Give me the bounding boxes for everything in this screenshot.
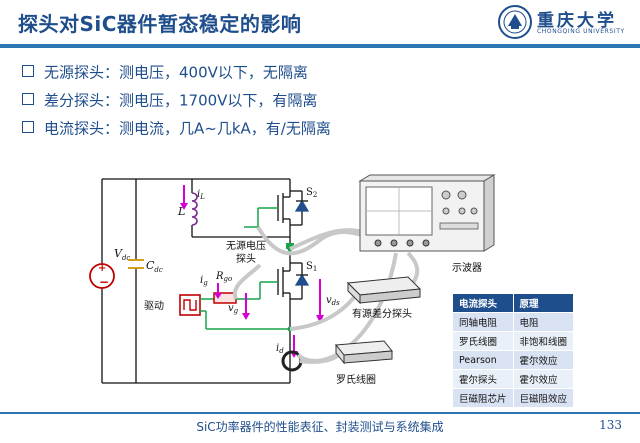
table-cell: 非饱和线圈 [512, 331, 575, 351]
table-row: 罗氏线圈 非饱和线圈 [452, 331, 575, 351]
vg-label: vg [228, 303, 239, 315]
table-cell: 电阻 [512, 312, 575, 332]
differential-probe-label: 有源差分探头 [352, 307, 412, 320]
rgo-label: Rgo [215, 271, 232, 283]
gate-drive-wiring [200, 281, 290, 330]
table-row: 霍尔探头 霍尔效应 [452, 369, 575, 389]
table-header-cell: 原理 [512, 293, 575, 313]
table-cell: 同轴电阻 [452, 312, 514, 332]
logo-text: 重庆大学 [537, 11, 617, 31]
table-cell: 霍尔探头 [452, 369, 514, 389]
oscilloscope-label: 示波器 [452, 261, 482, 274]
svg-text:−: − [99, 275, 109, 289]
footer-divider [0, 412, 640, 414]
bullet-list: 无源探头：测电压，400V以下，无隔离 差分探头：测电压，1700V以下，有隔离… [22, 58, 331, 142]
bullet-item: 电流探头：测电流，几A~几kA，有/无隔离 [22, 114, 331, 142]
dc-source-icon: + − [89, 263, 115, 289]
table-header-row: 电流探头 原理 [452, 293, 575, 313]
table-header-cell: 电流探头 [452, 293, 514, 313]
vg-arrow-head [242, 313, 250, 320]
checkbox-bullet-icon [22, 64, 34, 77]
vds-label: vds [326, 295, 340, 307]
passive-probe-label-line1: 无源电压 [226, 239, 266, 252]
s2-gate-wiring [244, 207, 278, 228]
current-probe-table: 电流探头 原理 同轴电阻 电阻 罗氏线圈 非饱和线圈 Pearson 霍尔效应 … [452, 293, 575, 408]
table-cell: 巨磁阻芯片 [452, 388, 514, 408]
vdc-label: Vdc [114, 247, 130, 262]
gate-driver-icon [179, 294, 201, 316]
table-cell: 霍尔效应 [512, 350, 575, 370]
s2-label: S2 [306, 187, 317, 199]
s1-label: S1 [306, 261, 317, 273]
table-row: 同轴电阻 电阻 [452, 312, 575, 332]
table-cell: 罗氏线圈 [452, 331, 514, 351]
dc-bus-wiring [101, 178, 291, 384]
cdc-label: Cdc [146, 259, 163, 274]
id-label: id [276, 343, 284, 355]
probe-test-circuit-diagram: + − Vdc Cdc L iL S2 [89, 174, 496, 386]
university-logo: 重庆大学 CHONGQING UNIVERSITY [497, 4, 637, 44]
rogowski-integrator-icon [335, 340, 393, 365]
dc-capacitor-icon [128, 259, 144, 269]
oscilloscope-icon [358, 174, 496, 252]
ig-label: ig [200, 275, 208, 287]
mosfet-s2-icon [277, 190, 310, 226]
table-cell: Pearson [452, 350, 514, 370]
page-number: 133 [599, 418, 622, 432]
bullet-item: 无源探头：测电压，400V以下，无隔离 [22, 58, 331, 86]
passive-probe-label-line2: 探头 [236, 252, 256, 265]
differential-probe-icon [346, 276, 422, 305]
footer-text: SiC功率器件的性能表征、封装测试与系统集成 [196, 420, 444, 434]
inductor-icon [191, 192, 198, 226]
ig-arrow-head [214, 293, 222, 299]
checkbox-bullet-icon [22, 120, 34, 133]
slide-title: 探头对SiC器件暂态稳定的影响 [18, 12, 302, 36]
university-seal-icon [498, 5, 532, 39]
checkbox-bullet-icon [22, 92, 34, 105]
title-divider [0, 44, 640, 48]
svg-text:+: + [98, 263, 106, 274]
table-row: 巨磁阻芯片 巨磁阻效应 [452, 388, 575, 408]
bullet-item: 差分探头：测电压，1700V以下，有隔离 [22, 86, 331, 114]
inductor-label: L [177, 205, 185, 218]
table-row: Pearson 霍尔效应 [452, 350, 575, 370]
rogowski-label: 罗氏线圈 [336, 373, 376, 386]
vds-arrow-head [316, 315, 324, 323]
il-arrow-head [180, 203, 188, 210]
driver-label: 驱动 [144, 300, 164, 312]
table-cell: 霍尔效应 [512, 369, 575, 389]
il-label: iL [197, 189, 205, 201]
logo-subtext: CHONGQING UNIVERSITY [537, 28, 625, 35]
mosfet-s1-icon [277, 259, 310, 303]
table-cell: 巨磁阻效应 [512, 388, 575, 408]
